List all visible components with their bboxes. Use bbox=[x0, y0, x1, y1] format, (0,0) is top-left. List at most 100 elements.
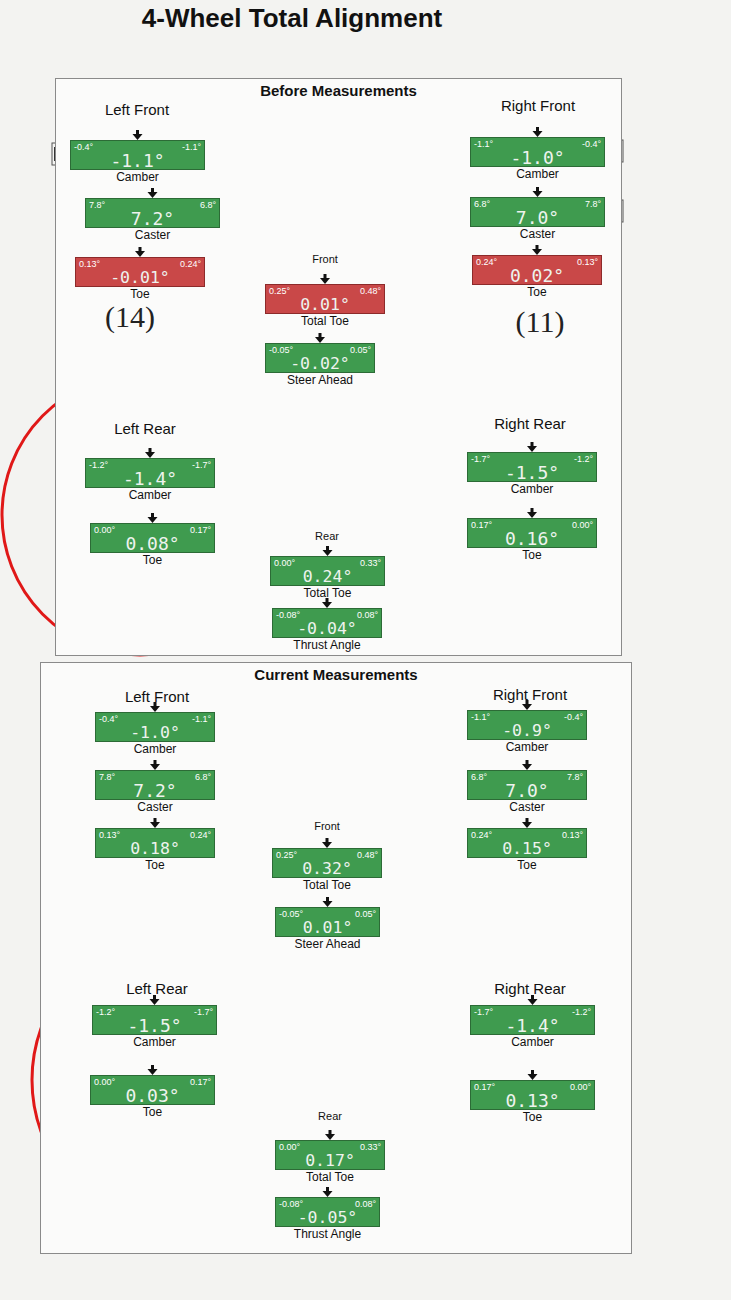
gauge-label: Camber bbox=[85, 488, 215, 502]
measured-value: -1.1° bbox=[71, 151, 204, 170]
range-max: 0.17° bbox=[190, 525, 211, 535]
panel-title: Before Measurements bbox=[56, 82, 621, 99]
gauge-label: Toe bbox=[90, 553, 215, 567]
gauge-label: Total Toe bbox=[270, 586, 385, 600]
wheel-heading: Right Rear bbox=[494, 415, 566, 432]
range-max: 0.05° bbox=[355, 909, 376, 919]
indicator-arrow bbox=[275, 1187, 380, 1197]
measured-value: -0.05° bbox=[276, 1208, 379, 1227]
gauge: -0.05°0.05°0.01°Steer Ahead bbox=[275, 897, 380, 951]
gauge-bar: 0.24°0.13°0.15° bbox=[467, 828, 587, 858]
indicator-arrow bbox=[467, 508, 597, 518]
range-max: 0.17° bbox=[190, 1077, 211, 1087]
gauge-bar: -0.4°-1.1°-1.1° bbox=[70, 140, 205, 170]
range-max: 0.08° bbox=[357, 610, 378, 620]
wheel-heading: Left Rear bbox=[114, 420, 176, 437]
range-max: 0.33° bbox=[360, 558, 381, 568]
gauge-label: Total Toe bbox=[275, 1170, 385, 1184]
handwritten-number: (14) bbox=[105, 300, 155, 334]
measured-value: 0.02° bbox=[473, 266, 601, 285]
indicator-arrow bbox=[275, 1130, 385, 1140]
gauge-bar: -1.7°-1.2°-1.4° bbox=[470, 1005, 595, 1035]
indicator-arrow bbox=[467, 760, 587, 770]
measured-value: 7.0° bbox=[468, 781, 586, 800]
gauge-bar: 0.00°0.17°0.08° bbox=[90, 523, 215, 553]
gauge-bar: -1.1°-0.4°-1.0° bbox=[470, 137, 605, 167]
gauge-bar: 0.00°0.17°0.03° bbox=[90, 1075, 215, 1105]
gauge: 0.13°0.24°0.18°Toe bbox=[95, 818, 215, 872]
gauge: 0.00°0.17°0.03°Toe bbox=[90, 1065, 215, 1119]
measured-value: 7.0° bbox=[471, 208, 604, 227]
gauge-bar: 0.24°0.13°0.02° bbox=[472, 255, 602, 285]
range-min: -0.05° bbox=[269, 345, 293, 355]
wheel-heading: Right Front bbox=[493, 686, 567, 703]
range-min: 6.8° bbox=[471, 772, 487, 782]
gauge-label: Caster bbox=[467, 800, 587, 814]
measured-value: 0.13° bbox=[471, 1091, 594, 1110]
measured-value: 0.32° bbox=[273, 859, 381, 878]
range-min: 0.24° bbox=[471, 830, 492, 840]
gauge: 0.24°0.13°0.02°Toe bbox=[472, 245, 602, 299]
gauge: 0.00°0.33°0.17°Total Toe bbox=[275, 1130, 385, 1184]
indicator-arrow bbox=[275, 897, 380, 907]
range-min: -1.7° bbox=[471, 454, 490, 464]
range-min: 0.00° bbox=[94, 525, 115, 535]
measured-value: 0.01° bbox=[266, 295, 384, 314]
gauge-bar: 0.17°0.00°0.13° bbox=[470, 1080, 595, 1110]
gauge: -0.05°0.05°-0.02°Steer Ahead bbox=[265, 333, 375, 387]
gauge: -0.4°-1.1°-1.0°Camber bbox=[95, 702, 215, 756]
range-max: 0.13° bbox=[562, 830, 583, 840]
gauge-bar: -0.08°0.08°-0.04° bbox=[272, 608, 382, 638]
gauge: 6.8° 7.8°7.0°Caster bbox=[467, 760, 587, 814]
handwritten-number: (11) bbox=[516, 305, 565, 339]
gauge-bar: 0.13°0.24°0.18° bbox=[95, 828, 215, 858]
range-max: -1.7° bbox=[194, 1007, 213, 1017]
range-max: 7.8° bbox=[567, 772, 583, 782]
range-min: -0.05° bbox=[279, 909, 303, 919]
range-max: -0.4° bbox=[564, 712, 583, 722]
gauge-bar: 7.8°6.8°7.2° bbox=[85, 198, 220, 228]
gauge: 0.25°0.48°0.01°Total Toe bbox=[265, 274, 385, 328]
range-max: 0.48° bbox=[360, 286, 381, 296]
gauge-label: Camber bbox=[467, 740, 587, 754]
wheel-heading: Right Rear bbox=[494, 980, 566, 997]
wheel-heading: Left Front bbox=[125, 688, 189, 705]
wheel-heading: Rear bbox=[318, 1110, 342, 1122]
range-max: 0.24° bbox=[180, 259, 201, 269]
measured-value: -1.4° bbox=[471, 1016, 594, 1035]
gauge-bar: -1.7°-1.2°-1.5° bbox=[467, 452, 597, 482]
gauge: 0.24°0.13°0.15°Toe bbox=[467, 818, 587, 872]
gauge-bar: 0.25°0.48°0.01° bbox=[265, 284, 385, 314]
range-min: -1.2° bbox=[89, 460, 108, 470]
gauge-bar: 0.00°0.33°0.17° bbox=[275, 1140, 385, 1170]
gauge-bar: 0.13°0.24°-0.01° bbox=[75, 257, 205, 287]
gauge-bar: -1.2°-1.7°-1.5° bbox=[92, 1005, 217, 1035]
gauge-bar: 7.8°6.8°7.2° bbox=[95, 770, 215, 800]
indicator-arrow bbox=[85, 448, 215, 458]
gauge: -1.7°-1.2°-1.4°Camber bbox=[470, 995, 595, 1049]
gauge-bar: -0.05°0.05°-0.02° bbox=[265, 343, 375, 373]
range-min: -0.08° bbox=[276, 610, 300, 620]
range-min: 0.17° bbox=[474, 1082, 495, 1092]
report-title: 4-Wheel Total Alignment bbox=[142, 3, 442, 34]
gauge-label: Toe bbox=[467, 548, 597, 562]
range-min: -0.4° bbox=[74, 142, 93, 152]
gauge-bar: 0.25°0.48°0.32° bbox=[272, 848, 382, 878]
gauge: 6.8°7.8°7.0°Caster bbox=[470, 187, 605, 241]
gauge-label: Toe bbox=[95, 858, 215, 872]
range-min: -0.08° bbox=[279, 1199, 303, 1209]
measured-value: 7.2° bbox=[96, 781, 214, 800]
gauge: -1.7°-1.2°-1.5°Camber bbox=[467, 442, 597, 496]
measured-value: -1.5° bbox=[468, 463, 596, 482]
range-min: -1.1° bbox=[471, 712, 490, 722]
measured-value: 0.18° bbox=[96, 839, 214, 858]
indicator-arrow bbox=[95, 760, 215, 770]
range-max: 0.48° bbox=[357, 850, 378, 860]
gauge: 0.00°0.17°0.08°Toe bbox=[90, 513, 215, 567]
range-max: 7.8° bbox=[585, 199, 601, 209]
gauge: -1.2°-1.7°-1.5°Camber bbox=[92, 995, 217, 1049]
gauge-label: Thrust Angle bbox=[272, 638, 382, 652]
gauge-label: Camber bbox=[92, 1035, 217, 1049]
range-min: 0.00° bbox=[279, 1142, 300, 1152]
gauge-label: Total Toe bbox=[272, 878, 382, 892]
